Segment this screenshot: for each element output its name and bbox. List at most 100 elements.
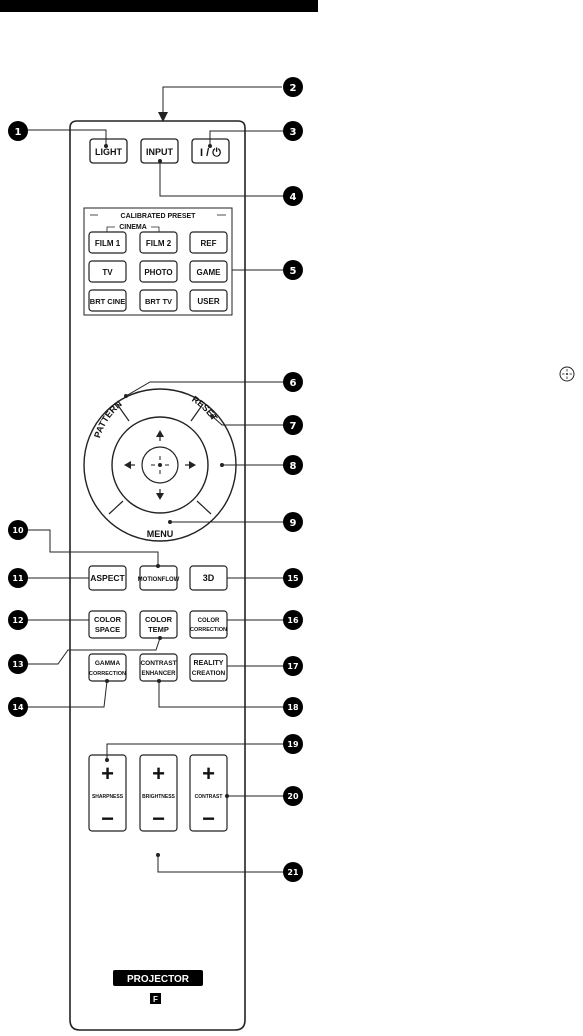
- projector-brand-label: PROJECTOR: [113, 970, 203, 986]
- input-button[interactable]: INPUT: [140, 138, 179, 164]
- brt-tv-button[interactable]: BRT TV: [139, 289, 178, 312]
- svg-text:3: 3: [290, 127, 297, 138]
- svg-text:BRT CINE: BRT CINE: [90, 297, 125, 306]
- svg-text:I / ⏻: I / ⏻: [200, 146, 221, 159]
- svg-text:F: F: [153, 995, 158, 1004]
- callout-2: 2: [283, 77, 303, 97]
- cinema-label: CINEMA: [119, 224, 147, 231]
- color-correction-button[interactable]: COLOR CORRECTION: [189, 610, 228, 639]
- callout-4: 4: [283, 186, 303, 206]
- svg-text:BRIGHTNESS: BRIGHTNESS: [142, 794, 175, 800]
- svg-text:SPACE: SPACE: [95, 625, 120, 634]
- svg-text:BRT TV: BRT TV: [145, 297, 172, 306]
- callout-17: 17: [283, 656, 303, 676]
- svg-text:REALITY: REALITY: [194, 660, 224, 667]
- contrast-enhancer-button[interactable]: CONTRAST ENHANCER: [139, 653, 178, 682]
- svg-text:4: 4: [290, 192, 297, 203]
- brt-cine-button[interactable]: BRT CINE: [88, 289, 127, 312]
- motionflow-button[interactable]: MOTIONFLOW: [138, 565, 180, 591]
- light-button[interactable]: LIGHT: [89, 138, 128, 164]
- svg-text:6: 6: [290, 378, 297, 389]
- color-temp-button[interactable]: COLOR TEMP: [139, 610, 178, 639]
- callout-14: 14: [8, 697, 28, 717]
- aspect-button[interactable]: ASPECT: [88, 565, 127, 591]
- svg-text:FILM 2: FILM 2: [146, 239, 172, 248]
- svg-text:CONTRAST: CONTRAST: [140, 660, 176, 667]
- calibrated-preset-label: CALIBRATED PRESET: [121, 213, 197, 220]
- svg-text:9: 9: [290, 518, 297, 529]
- gamma-correction-button[interactable]: GAMMA CORRECTION: [88, 653, 127, 682]
- svg-text:TV: TV: [102, 268, 113, 277]
- svg-text:17: 17: [287, 662, 298, 671]
- callout-18: 18: [283, 697, 303, 717]
- photo-button[interactable]: PHOTO: [139, 260, 178, 283]
- arrow-up-icon[interactable]: [156, 430, 164, 441]
- callout-3: 3: [283, 121, 303, 141]
- svg-text:20: 20: [287, 792, 299, 801]
- film2-button[interactable]: FILM 2: [139, 231, 178, 254]
- svg-text:+: +: [202, 761, 215, 786]
- brightness-rocker[interactable]: + BRIGHTNESS −: [139, 754, 178, 832]
- svg-text:+: +: [101, 761, 114, 786]
- svg-text:MOTIONFLOW: MOTIONFLOW: [138, 577, 180, 583]
- user-button[interactable]: USER: [189, 289, 228, 312]
- svg-text:GAMMA: GAMMA: [95, 660, 121, 667]
- enter-symbol-icon: [559, 366, 575, 382]
- arrow-left-icon[interactable]: [124, 461, 135, 469]
- svg-text:ASPECT: ASPECT: [90, 573, 125, 583]
- svg-text:18: 18: [287, 703, 299, 712]
- svg-text:PROJECTOR: PROJECTOR: [127, 974, 190, 985]
- svg-text:12: 12: [12, 616, 23, 625]
- svg-text:14: 14: [12, 703, 24, 712]
- svg-text:USER: USER: [197, 297, 219, 306]
- color-space-button[interactable]: COLOR SPACE: [88, 610, 127, 639]
- svg-text:3D: 3D: [203, 573, 215, 583]
- callout-1: 1: [8, 121, 28, 141]
- svg-text:16: 16: [287, 616, 299, 625]
- callout-7: 7: [283, 415, 303, 435]
- svg-text:SHARPNESS: SHARPNESS: [92, 794, 124, 800]
- 3d-button[interactable]: 3D: [189, 565, 228, 591]
- svg-text:7: 7: [290, 421, 297, 432]
- svg-text:COLOR: COLOR: [145, 615, 173, 624]
- callout-16: 16: [283, 610, 303, 630]
- reality-creation-button[interactable]: REALITY CREATION: [189, 653, 228, 682]
- svg-text:10: 10: [12, 526, 24, 535]
- svg-text:8: 8: [290, 461, 297, 472]
- leader-dots: [104, 144, 229, 857]
- callout-13: 13: [8, 654, 28, 674]
- svg-text:15: 15: [287, 574, 299, 583]
- header-bar: [0, 0, 318, 12]
- svg-text:19: 19: [287, 740, 299, 749]
- svg-text:11: 11: [12, 574, 24, 583]
- svg-text:CREATION: CREATION: [192, 670, 226, 677]
- sharpness-rocker[interactable]: + SHARPNESS −: [88, 754, 127, 832]
- callout-15: 15: [283, 568, 303, 588]
- enter-button[interactable]: [141, 446, 179, 484]
- svg-text:GAME: GAME: [197, 268, 222, 277]
- callout-12: 12: [8, 610, 28, 630]
- callout-19: 19: [283, 734, 303, 754]
- contrast-rocker[interactable]: + CONTRAST −: [189, 754, 228, 832]
- menu-button[interactable]: MENU: [147, 529, 174, 539]
- svg-text:FILM 1: FILM 1: [95, 239, 121, 248]
- callout-6: 6: [283, 372, 303, 392]
- svg-text:LIGHT: LIGHT: [95, 147, 122, 157]
- svg-text:CORRECTION: CORRECTION: [89, 671, 126, 677]
- arrow-down-icon[interactable]: [156, 489, 164, 500]
- tv-button[interactable]: TV: [88, 260, 127, 283]
- svg-text:−: −: [101, 806, 114, 831]
- callout-11: 11: [8, 568, 28, 588]
- arrow-right-icon[interactable]: [185, 461, 196, 469]
- game-button[interactable]: GAME: [189, 260, 228, 283]
- ref-button[interactable]: REF: [189, 231, 228, 254]
- film1-button[interactable]: FILM 1: [88, 231, 127, 254]
- svg-text:1: 1: [15, 127, 22, 138]
- leader-lines: [20, 129, 286, 873]
- callout-20: 20: [283, 786, 303, 806]
- callout-9: 9: [283, 512, 303, 532]
- svg-text:CONTRAST: CONTRAST: [195, 794, 223, 800]
- callout-10: 10: [8, 520, 28, 540]
- svg-text:13: 13: [12, 660, 23, 669]
